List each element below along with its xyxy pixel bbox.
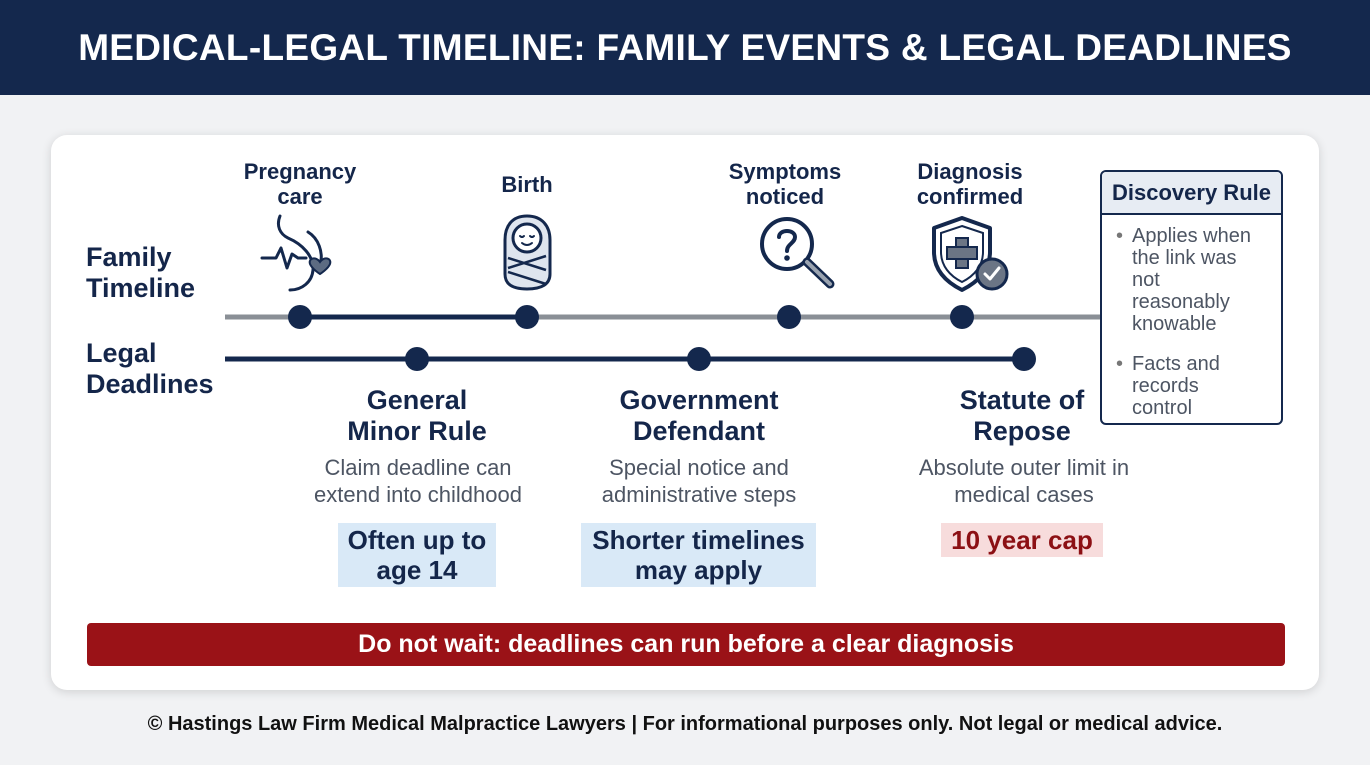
discovery-item1-line5: knowable [1132, 313, 1217, 335]
birth-dot [515, 305, 539, 329]
event-symptoms-noticed: Symptoms noticed [695, 159, 875, 209]
legal-deadlines-label-line2: Deadlines [86, 369, 214, 399]
discovery-rule-item: Facts and records control [1116, 353, 1273, 419]
deadline-government-defendant-title: Government Defendant [569, 385, 829, 447]
discovery-rule-box: Discovery Rule Applies when the link was… [1100, 170, 1283, 425]
family-timeline-label-line1: Family [86, 242, 172, 272]
discovery-item2-line3: control [1132, 397, 1193, 419]
deadline-statute-of-repose-title: Statute of Repose [892, 385, 1152, 447]
minor-rule-desc-line2: extend into childhood [314, 482, 522, 507]
deadline-general-minor-rule-desc: Claim deadline can extend into childhood [268, 454, 568, 508]
repose-tag: 10 year cap [941, 523, 1103, 557]
event-symptoms-line1: Symptoms [728, 159, 842, 184]
government-dot [687, 347, 711, 371]
discovery-rule-title: Discovery Rule [1102, 172, 1281, 215]
discovery-rule-item: Applies when the link was not reasonably… [1116, 225, 1273, 335]
government-tag: Shorter timelines may apply [581, 523, 816, 587]
deadline-general-minor-rule-title: General Minor Rule [287, 385, 547, 447]
deadline-statute-of-repose-desc: Absolute outer limit in medical cases [874, 454, 1174, 508]
government-tag-line2: may apply [634, 555, 763, 585]
pregnancy-dot [288, 305, 312, 329]
legal-deadlines-label-line1: Legal [86, 338, 157, 368]
minor-rule-dot [405, 347, 429, 371]
government-desc-line1: Special notice and [609, 455, 789, 480]
warning-banner: Do not wait: deadlines can run before a … [87, 623, 1285, 666]
discovery-item1-line3: not [1132, 269, 1160, 291]
discovery-item1-line4: reasonably [1132, 291, 1230, 313]
discovery-item2-line2: records [1132, 375, 1199, 397]
discovery-rule-list: Applies when the link was not reasonably… [1102, 215, 1281, 419]
repose-desc-line2: medical cases [954, 482, 1094, 507]
repose-tag-line1: 10 year cap [951, 525, 1093, 555]
repose-desc-line1: Absolute outer limit in [918, 455, 1130, 480]
footer-disclaimer: © Hastings Law Firm Medical Malpractice … [147, 713, 1223, 735]
event-birth: Birth [437, 172, 617, 197]
medical-shield-check-icon [932, 216, 1009, 292]
minor-rule-title-line2: Minor Rule [347, 416, 487, 446]
family-timeline-label: Family Timeline [86, 242, 195, 304]
header-bar: MEDICAL-LEGAL TIMELINE: FAMILY EVENTS & … [0, 0, 1370, 95]
symptoms-dot [777, 305, 801, 329]
event-birth-line1: Birth [501, 172, 553, 197]
event-pregnancy-care: Pregnancy care [210, 159, 390, 209]
event-pregnancy-line2: care [277, 184, 323, 209]
government-title-line2: Defendant [632, 416, 765, 446]
warning-banner-text: Do not wait: deadlines can run before a … [358, 630, 1014, 658]
deadline-government-defendant-desc: Special notice and administrative steps [549, 454, 849, 508]
event-pregnancy-line1: Pregnancy [243, 159, 357, 184]
government-desc-line2: administrative steps [601, 482, 797, 507]
diagnosis-dot [950, 305, 974, 329]
minor-rule-tag-line1: Often up to [347, 525, 487, 555]
event-symptoms-line2: noticed [745, 184, 825, 209]
event-diagnosis-line1: Diagnosis [917, 159, 1023, 184]
magnifier-question-icon [760, 217, 835, 289]
pregnancy-heartbeat-icon [260, 214, 332, 292]
repose-title-line1: Statute of [959, 385, 1085, 415]
repose-dot [1012, 347, 1036, 371]
event-diagnosis-line2: confirmed [916, 184, 1024, 209]
minor-rule-tag-line2: age 14 [376, 555, 458, 585]
family-timeline-label-line2: Timeline [86, 273, 196, 303]
swaddled-baby-icon [503, 214, 552, 291]
page-title: MEDICAL-LEGAL TIMELINE: FAMILY EVENTS & … [78, 26, 1292, 68]
minor-rule-title-line1: General [366, 385, 468, 415]
government-tag-line1: Shorter timelines [592, 525, 805, 555]
event-diagnosis-confirmed: Diagnosis confirmed [880, 159, 1060, 209]
discovery-item2-line1: Facts and [1132, 353, 1220, 375]
discovery-item1-line2: the link was [1132, 247, 1237, 269]
legal-deadlines-label: Legal Deadlines [86, 338, 214, 400]
government-title-line1: Government [619, 385, 779, 415]
repose-title-line2: Repose [973, 416, 1071, 446]
minor-rule-tag: Often up to age 14 [338, 523, 496, 587]
discovery-item1-line1: Applies when [1132, 225, 1251, 247]
minor-rule-desc-line1: Claim deadline can [324, 455, 512, 480]
